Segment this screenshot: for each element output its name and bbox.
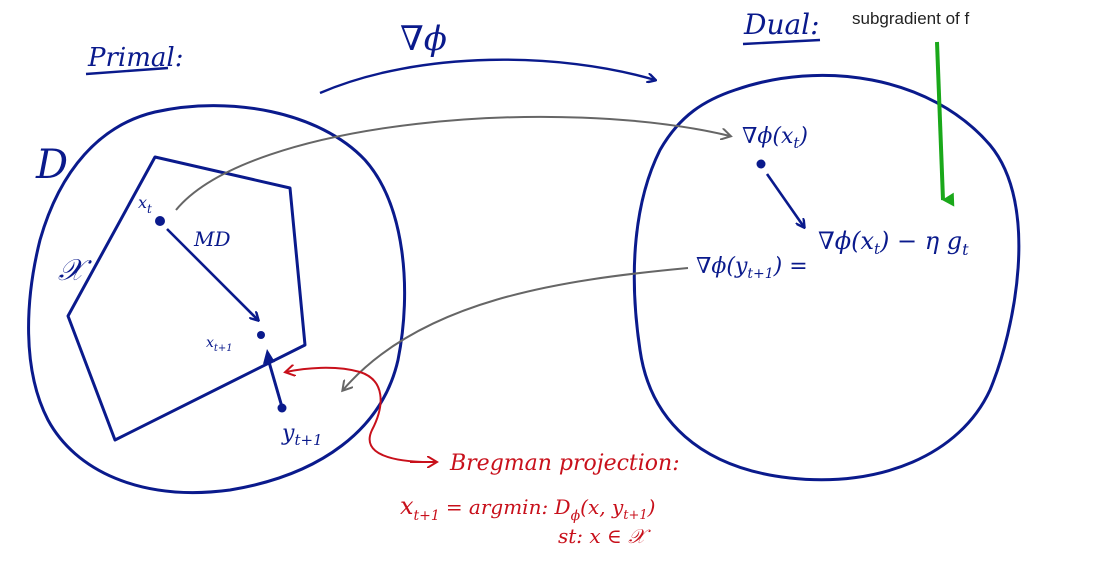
grad-phi-yt1-label: ∇ϕ(yt+1) = — [696, 254, 808, 282]
x-t-label: xt — [138, 193, 152, 216]
bregman-constraint: st: x ∈ 𝒳 — [558, 524, 651, 548]
inverse-map-connector — [343, 267, 689, 390]
subgradient-arrow — [935, 41, 955, 207]
bregman-red-arrow-to-boundary — [286, 368, 431, 463]
feasible-set-polygon — [66, 155, 307, 442]
projection-arrowhead — [263, 349, 275, 364]
dual-heading: Dual: — [742, 8, 821, 46]
point-x-t1 — [257, 331, 265, 339]
projection-line — [267, 361, 284, 408]
point-y-t1 — [277, 403, 287, 413]
dual-step-arrow — [765, 173, 804, 227]
primal-domain-circle — [27, 104, 407, 495]
primal-heading: Primal: — [85, 43, 183, 76]
md-label: MD — [193, 227, 231, 251]
point-x-t — [155, 216, 165, 226]
grad-phi-map-arrow — [319, 58, 655, 95]
bregman-formula: xt+1= argmin: Dϕ(x, yt+1) — [400, 492, 655, 524]
dual-domain-circle — [632, 73, 1021, 482]
subgradient-note: subgradient of f — [852, 9, 969, 28]
x-t1-label: xt+1 — [206, 335, 233, 354]
domain-d-label: D — [35, 142, 68, 188]
update-rule-rhs: ∇ϕ(xt) − η gt — [818, 227, 969, 259]
mirror-map-connector — [175, 115, 730, 211]
y-t1-label: yt+1 — [281, 421, 323, 449]
grad-phi-map-label: ∇ϕ — [400, 19, 447, 59]
grad-phi-xt-label: ∇ϕ(xt) — [742, 124, 808, 152]
svg-text:Dual:: Dual: — [743, 8, 820, 41]
point-grad-phi-xt — [756, 159, 766, 169]
md-step-arrow — [166, 228, 258, 320]
bregman-title: Bregman projection: — [449, 451, 680, 476]
svg-text:Primal:: Primal: — [87, 43, 183, 73]
